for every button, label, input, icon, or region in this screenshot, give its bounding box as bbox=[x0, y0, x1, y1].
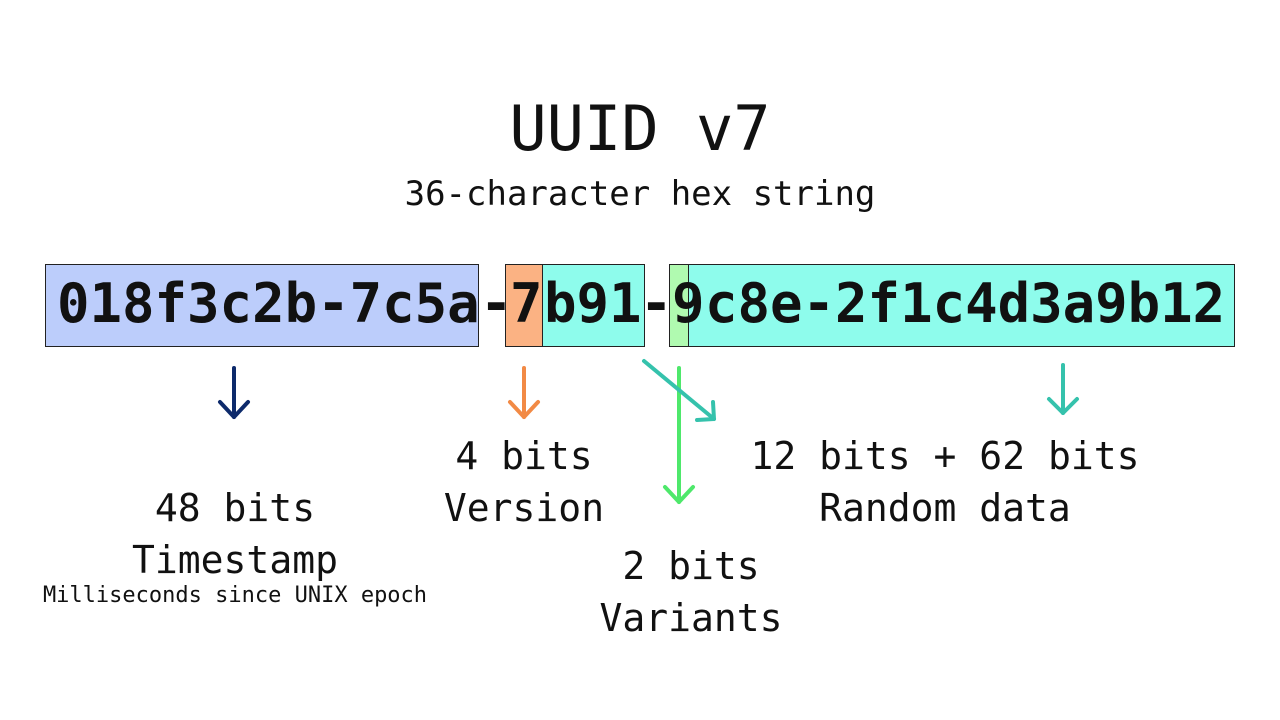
version-arrow-icon bbox=[508, 366, 540, 419]
uuid-version-text: 7 bbox=[510, 272, 543, 335]
timestamp-note: Milliseconds since UNIX epoch bbox=[42, 583, 428, 608]
variant-label: 2 bits Variants bbox=[591, 540, 791, 644]
uuid-variant-text: 9 bbox=[672, 272, 705, 335]
timestamp-arrow-icon bbox=[218, 366, 250, 419]
timestamp-bits: 48 bits bbox=[154, 486, 316, 530]
diagram-title: UUID v7 bbox=[509, 92, 771, 165]
random-a-box bbox=[542, 264, 645, 347]
random-label: 12 bits + 62 bits Random data bbox=[715, 430, 1175, 534]
random-b-box bbox=[688, 264, 1235, 347]
timestamp-box bbox=[45, 264, 479, 347]
uuid-separator: - bbox=[640, 272, 673, 335]
uuid-timestamp-text: 018f3c2b-7c5a bbox=[57, 272, 480, 335]
uuid-random-a-text: b91 bbox=[544, 272, 642, 335]
uuid-random-b-text: c8e-2f1c4d3a9b12 bbox=[705, 272, 1226, 335]
random-a-arrow-icon bbox=[642, 359, 716, 422]
random-bits: 12 bits + 62 bits bbox=[750, 434, 1140, 478]
variant-bits: 2 bits bbox=[622, 544, 760, 588]
version-bits: 4 bits bbox=[455, 434, 593, 478]
uuid-separator: - bbox=[480, 272, 513, 335]
random-b-arrow-icon bbox=[1047, 363, 1079, 415]
timestamp-label: 48 bits Timestamp bbox=[35, 482, 435, 586]
diagram-subtitle: 36-character hex string bbox=[404, 174, 876, 214]
random-name: Random data bbox=[819, 486, 1071, 530]
version-name: Version bbox=[443, 486, 605, 530]
variant-name: Variants bbox=[599, 596, 783, 640]
version-label: 4 bits Version bbox=[424, 430, 624, 534]
timestamp-name: Timestamp bbox=[132, 538, 338, 582]
